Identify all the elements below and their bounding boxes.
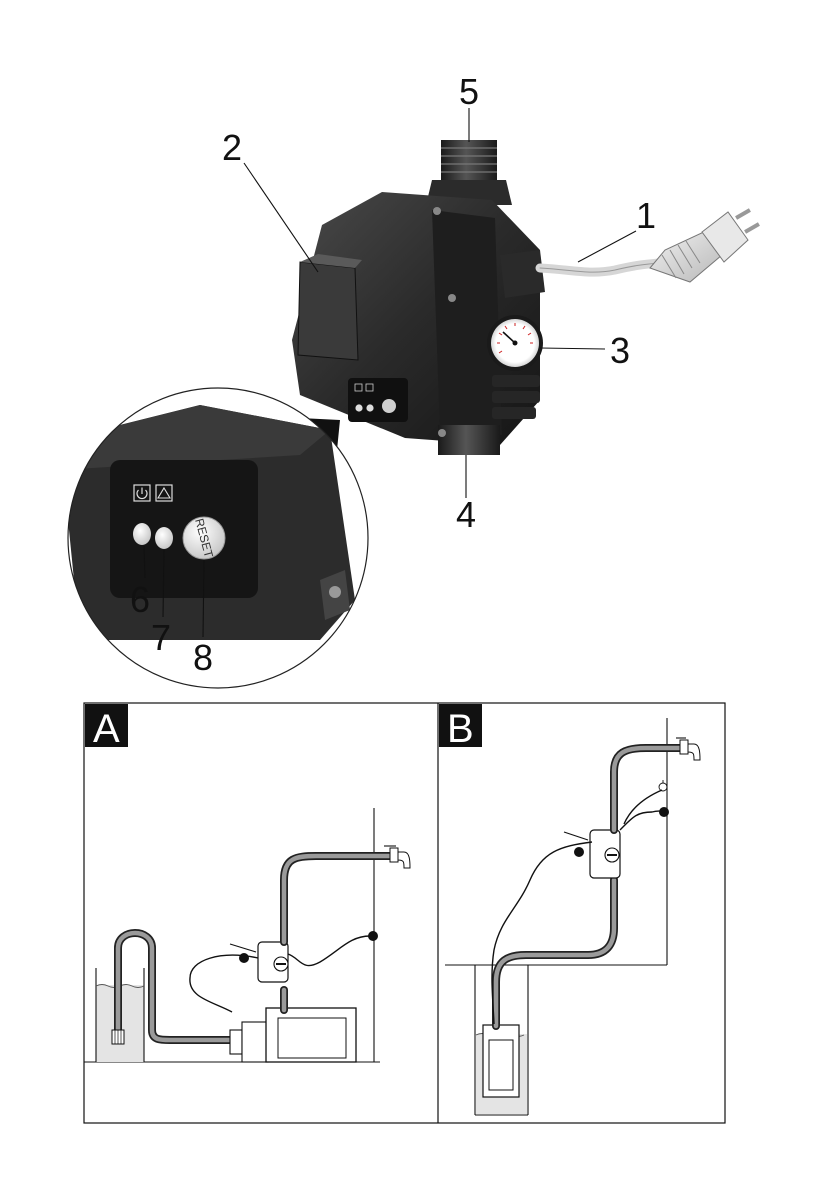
callout-1: 1 <box>636 195 656 236</box>
callout-7: 7 <box>151 617 171 658</box>
callout-4: 4 <box>456 494 476 535</box>
diagrams-frame <box>84 703 725 1123</box>
callout-2: 2 <box>222 127 242 168</box>
diagram-a-label: A <box>93 707 120 751</box>
control-panel <box>110 460 258 598</box>
power-indicator-led <box>133 523 151 545</box>
reset-button[interactable]: RESET <box>183 517 225 560</box>
pressure-control-device <box>292 140 545 455</box>
callout-5: 5 <box>459 71 479 112</box>
diagram-b-submersible-pump-installation <box>445 718 700 1115</box>
diagram-a-surface-pump-installation <box>84 808 410 1062</box>
callout-3: 3 <box>610 330 630 371</box>
callout-6: 6 <box>130 579 150 620</box>
fault-indicator-led <box>155 527 173 549</box>
pressure-gauge <box>487 315 543 371</box>
leader-1 <box>578 231 636 262</box>
leader-3 <box>540 348 605 349</box>
callout-8: 8 <box>193 637 213 678</box>
diagram-b-label: B <box>447 707 474 751</box>
plug-icon <box>659 780 667 791</box>
leader-2 <box>244 163 318 272</box>
